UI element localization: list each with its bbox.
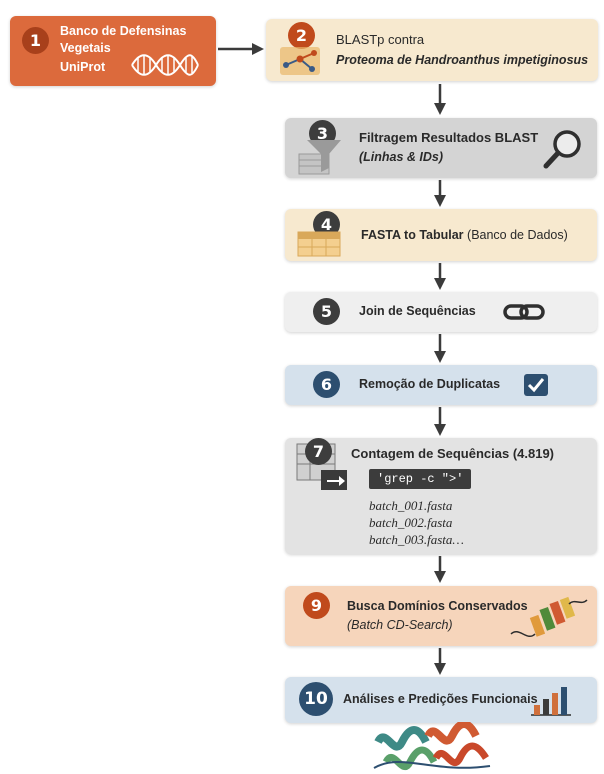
step-7-badge: 7 xyxy=(305,438,332,465)
arrow-6-to-7 xyxy=(434,407,446,436)
step-1-subtitle: Vegetais xyxy=(60,41,111,55)
checkbox-icon xyxy=(523,373,549,397)
arrow-7-to-9 xyxy=(434,556,446,583)
step-1-title: Banco de Defensinas xyxy=(60,24,187,38)
step-6-badge: 6 xyxy=(313,371,340,398)
magnifier-icon xyxy=(543,128,585,170)
step-7-title: Contagem de Sequências (4.819) xyxy=(351,446,555,461)
step-1-box: 1 Banco de Defensinas Vegetais UniProt xyxy=(10,16,216,86)
step-3-subtitle: (Linhas & IDs) xyxy=(359,150,444,164)
step-6-title: Remoção de Duplicatas xyxy=(359,377,501,391)
step-9-badge: 9 xyxy=(303,592,330,619)
arrow-9-to-10 xyxy=(434,648,446,675)
protein-structure-icon xyxy=(372,722,492,774)
arrow-3-to-4 xyxy=(434,180,446,207)
step-3-title: Filtragem Resultados BLAST xyxy=(359,130,539,145)
step-7-box: 7 Contagem de Sequências (4.819) 'grep -… xyxy=(285,438,597,554)
arrow-1-to-2 xyxy=(218,43,264,55)
arrow-4-to-5 xyxy=(434,263,446,290)
step-5-badge: 5 xyxy=(313,298,340,325)
step-9-box: 9 Busca Domínios Conservados (Batch CD-S… xyxy=(285,586,597,646)
bar-chart-icon xyxy=(529,683,573,717)
step-4-title: FASTA to Tabular (Banco de Dados) xyxy=(361,228,568,242)
step-6-box: 6 Remoção de Duplicatas xyxy=(285,365,597,405)
step-10-title: Análises e Predições Funcionais xyxy=(343,692,538,706)
step-9-title: Busca Domínios Conservados xyxy=(347,599,528,613)
step-10-badge: 10 xyxy=(299,682,333,716)
step-10-box: 10 Análises e Predições Funcionais xyxy=(285,677,597,723)
protein-icon xyxy=(509,596,589,644)
step-4-title-sub: (Banco de Dados) xyxy=(467,228,568,242)
step-4-title-main: FASTA to Tabular xyxy=(361,228,464,242)
step-9-subtitle: (Batch CD-Search) xyxy=(347,618,453,632)
step-7-command: 'grep -c ">' xyxy=(369,469,472,489)
funnel-icon xyxy=(297,138,343,176)
step-7-file-3: batch_003.fasta… xyxy=(369,532,464,547)
dna-icon xyxy=(130,52,200,78)
step-7-file-2: batch_002.fasta xyxy=(369,515,453,530)
step-2-title: BLASTp contra xyxy=(336,32,425,47)
step-1-badge: 1 xyxy=(22,27,49,54)
step-7-file-1: batch_001.fasta xyxy=(369,498,453,513)
step-1-source: UniProt xyxy=(60,60,106,74)
step-2-badge: 2 xyxy=(288,22,315,49)
step-2-box: 2 BLASTp contra Proteoma de Handroanthus… xyxy=(266,19,598,81)
link-icon xyxy=(503,302,545,322)
step-2-subtitle: Proteoma de Handroanthus impetiginosus xyxy=(336,53,589,67)
step-4-box: 4 FASTA to Tabular (Banco de Dados) xyxy=(285,209,597,261)
step-5-title: Join de Sequências xyxy=(359,304,476,318)
arrow-5-to-6 xyxy=(434,334,446,363)
table-icon xyxy=(297,231,341,257)
step-3-box: 3 Filtragem Resultados BLAST (Linhas & I… xyxy=(285,118,597,178)
arrow-2-to-3 xyxy=(434,84,446,115)
network-icon xyxy=(278,45,324,77)
step-5-box: 5 Join de Sequências xyxy=(285,292,597,332)
